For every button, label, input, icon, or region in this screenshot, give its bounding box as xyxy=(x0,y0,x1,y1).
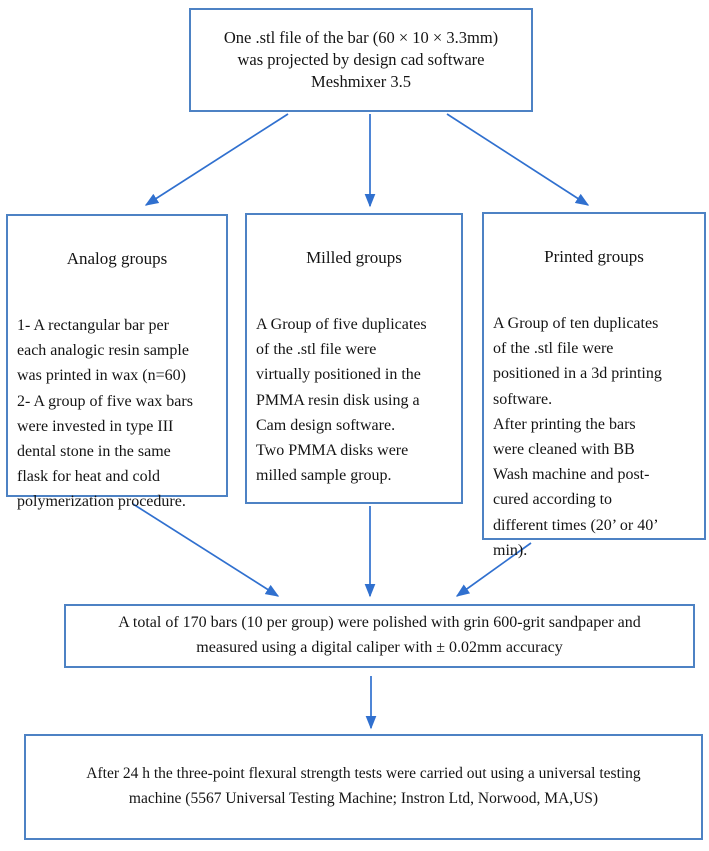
analog-groups-title: Analog groups xyxy=(66,249,168,268)
arrow-source-to-printed xyxy=(446,113,590,206)
source-stl-box: One .stl file of the bar (60 × 10 × 3.3m… xyxy=(189,8,533,112)
printed-groups-title: Printed groups xyxy=(544,247,644,266)
flexural-test-box: After 24 h the three-point flexural stre… xyxy=(24,734,703,840)
printed-groups-body: A Group of ten duplicates of the .stl fi… xyxy=(493,315,662,559)
analog-groups-box: Analog groups 1- A rectangular bar per e… xyxy=(6,214,228,510)
analog-groups-body: 1- A rectangular bar per each analogic r… xyxy=(17,317,193,511)
milled-groups-title: Milled groups xyxy=(306,248,402,267)
polish-measure-box: A total of 170 bars (10 per group) were … xyxy=(64,604,695,668)
milled-groups-body: A Group of five duplicates of the .stl f… xyxy=(256,316,427,485)
arrow-source-to-analog xyxy=(144,113,289,206)
printed-groups-box: Printed groups A Group of ten duplicates… xyxy=(482,212,706,559)
milled-groups-box: Milled groups A Group of five duplicates… xyxy=(245,213,463,504)
